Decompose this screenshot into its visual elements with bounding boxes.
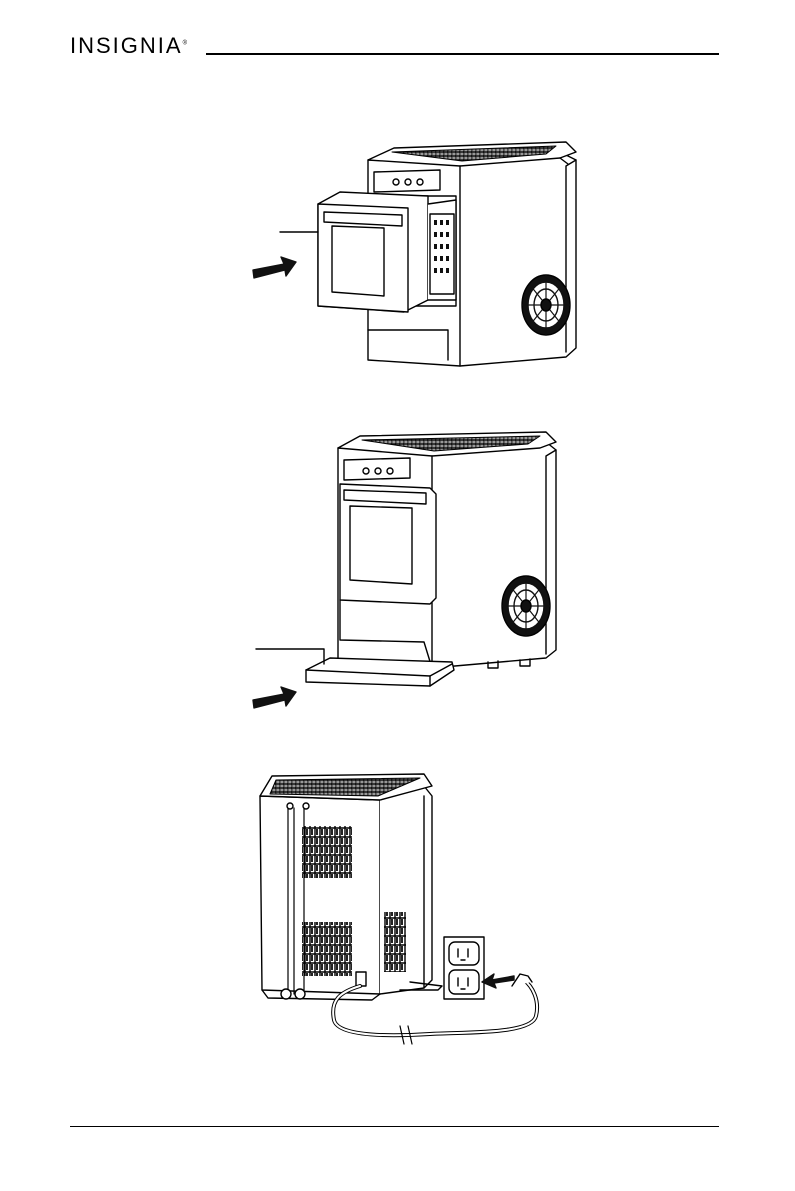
arrow-right-icon	[253, 257, 296, 278]
figure-ice-basket-insertion	[253, 142, 576, 366]
callout-line-drip-tray	[256, 649, 324, 664]
figure-power-cord-outlet-connection	[260, 774, 537, 1044]
fan-grille	[522, 275, 570, 335]
figure-drip-tray-insertion	[253, 432, 556, 708]
side-vents	[384, 912, 406, 972]
arrow-left-icon	[482, 974, 514, 988]
footer-rule	[70, 1126, 719, 1127]
arrow-right-icon	[253, 687, 296, 708]
wall-outlet-icon	[444, 937, 484, 999]
fan-grille	[502, 576, 550, 636]
